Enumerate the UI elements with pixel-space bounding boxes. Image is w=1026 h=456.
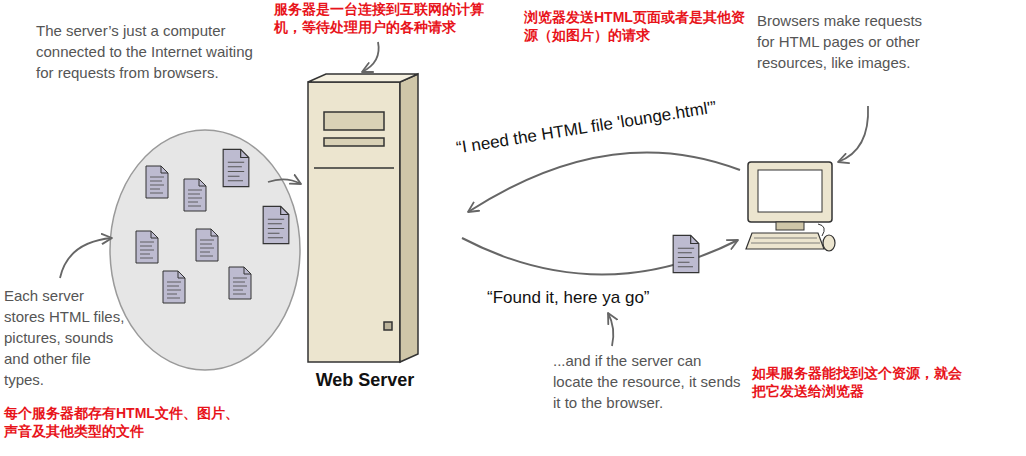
- leader-arrow: [608, 313, 613, 346]
- leader-arrow: [268, 179, 301, 184]
- request-arrow: [468, 152, 740, 212]
- drive-bay: [324, 138, 384, 146]
- file-icon: [229, 267, 251, 299]
- tower-front: [308, 82, 400, 362]
- file-icon: [136, 231, 158, 263]
- translation-note: 如果服务器能找到这个资源，就会把它发送给浏览器: [752, 364, 967, 400]
- tower-side: [400, 74, 418, 362]
- drive-bay: [324, 112, 384, 130]
- leader-arrow: [838, 106, 868, 162]
- tower-top: [308, 74, 418, 82]
- server-tower: [300, 72, 430, 367]
- request-label: “I need the HTML file 'lounge.html'”: [455, 98, 718, 159]
- callout-note: The server’s just a computer connected t…: [36, 20, 272, 83]
- mouse: [823, 235, 835, 251]
- file-icon: [196, 229, 218, 261]
- callout-note: Browsers make requests for HTML pages or…: [757, 10, 929, 73]
- leader-arrow: [60, 238, 112, 278]
- file-icon: [163, 271, 185, 303]
- power-button: [384, 322, 392, 330]
- keyboard: [746, 233, 824, 249]
- monitor-screen: [758, 170, 822, 212]
- server-label: Web Server: [300, 370, 430, 391]
- file-icon: [223, 149, 249, 186]
- response-label: “Found it, here ya go”: [487, 288, 650, 308]
- file-icon: [146, 166, 168, 198]
- leader-arrow: [362, 42, 379, 72]
- mouse-cord: [818, 224, 824, 236]
- translation-note: 每个服务器都存有HTML文件、图片、声音及其他类型的文件: [4, 404, 239, 440]
- translation-note: 服务器是一台连接到互联网的计算机，等待处理用户的各种请求: [274, 0, 506, 36]
- file-icon: [184, 179, 206, 211]
- callout-note: ...and if the server can locate the reso…: [553, 350, 745, 413]
- panel-line: [314, 167, 394, 169]
- web-server: Web Server: [300, 72, 430, 391]
- file-storage-circle: [110, 130, 300, 370]
- keyboard-keys: [751, 238, 820, 243]
- monitor: [748, 162, 832, 222]
- callout-note: Each server stores HTML files, pictures,…: [4, 285, 126, 390]
- monitor-stand: [776, 222, 804, 230]
- translation-note: 浏览器发送HTML页面或者是其他资源（如图片）的请求: [524, 8, 754, 44]
- file-icon: [673, 235, 699, 272]
- file-icon: [263, 206, 289, 243]
